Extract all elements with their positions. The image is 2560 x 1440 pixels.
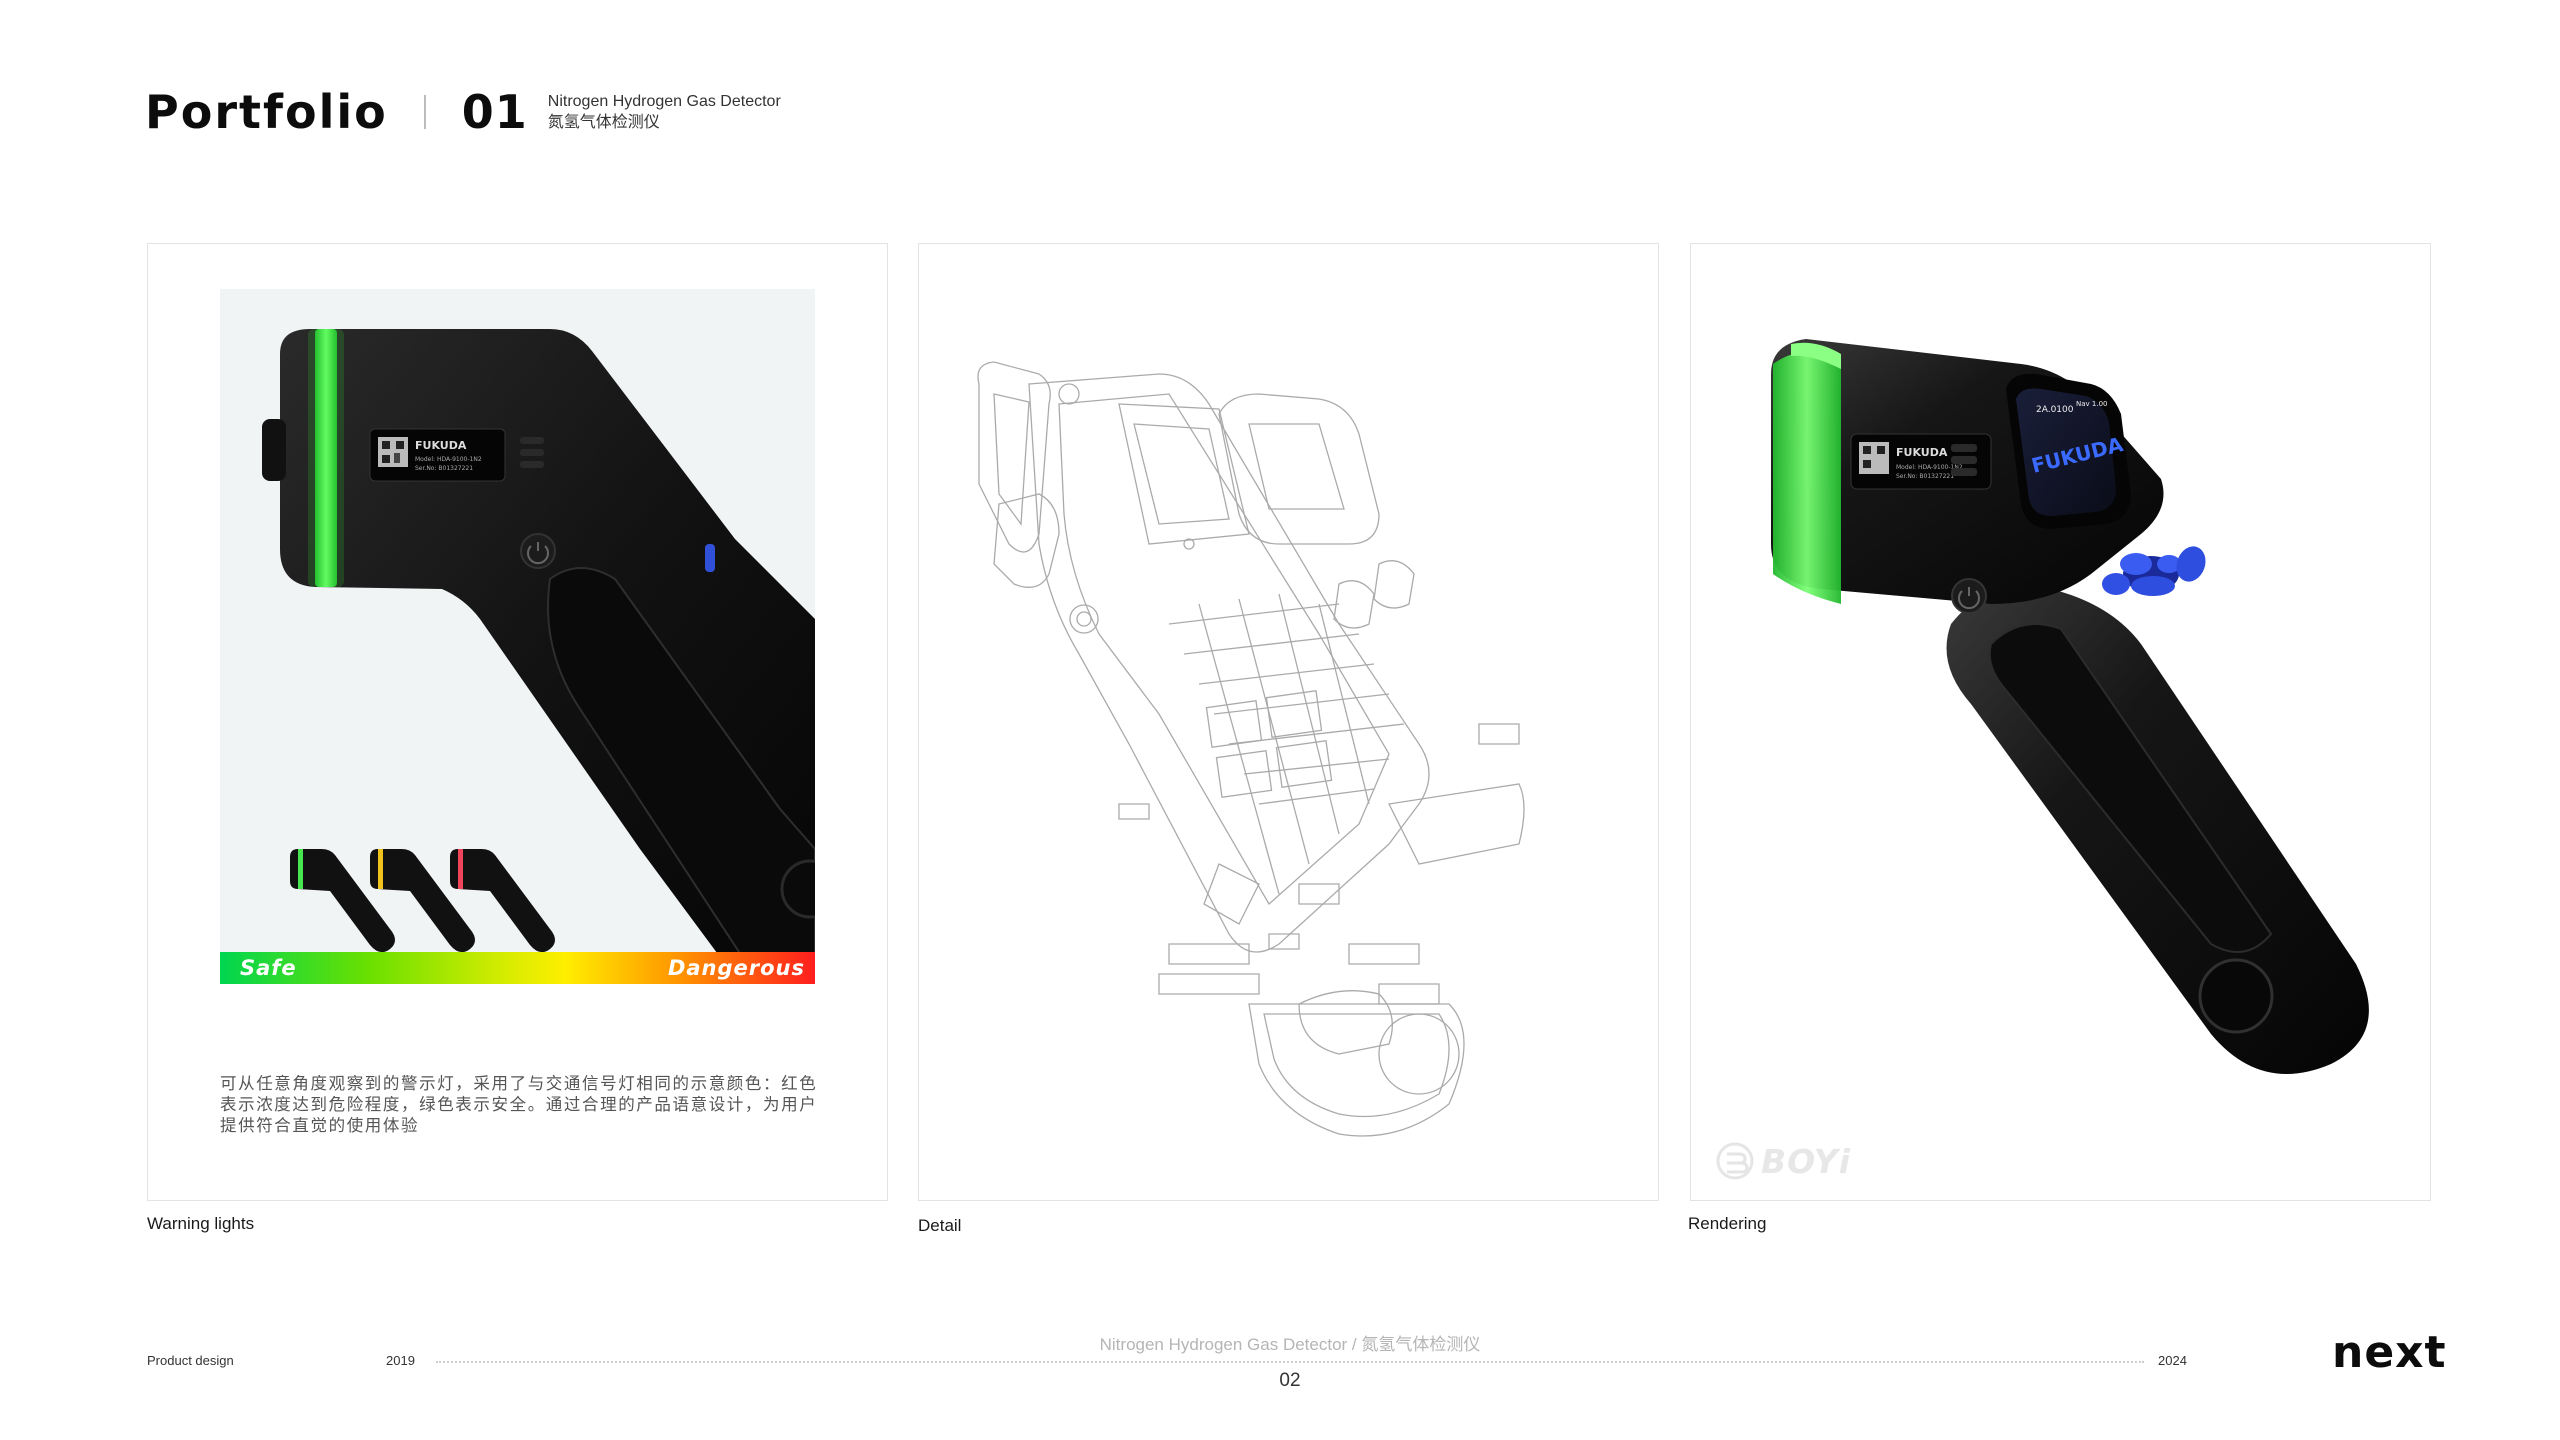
timeline-dotted-line xyxy=(436,1361,2144,1363)
header-divider xyxy=(423,95,426,129)
rendering-label-serial: Ser.No: B01327221 xyxy=(1896,473,1954,480)
footer-project-title: Nitrogen Hydrogen Gas Detector / 氮氢气体检测仪 xyxy=(1099,1335,1481,1354)
dangerous-label: Dangerous xyxy=(667,956,805,980)
label-brand: FUKUDA xyxy=(415,439,467,452)
caption-rendering: Rendering xyxy=(1688,1214,1767,1233)
next-button[interactable]: next xyxy=(2332,1327,2447,1378)
rendering-card: 2A.0100 Nav 1.00 FUKUDA FUKUDA Model: HD… xyxy=(1690,243,2431,1201)
page-number: 02 xyxy=(1279,1370,1301,1391)
footer-year-start: 2019 xyxy=(386,1353,415,1368)
safety-gradient-bar: Safe Dangerous xyxy=(220,952,815,984)
page-title: Portfolio xyxy=(145,85,388,139)
control-buttons xyxy=(2102,546,2206,596)
rendering-label-brand: FUKUDA xyxy=(1896,446,1948,459)
project-number: 01 xyxy=(461,85,528,139)
project-subtitle: Nitrogen Hydrogen Gas Detector 氮氢气体检测仪 xyxy=(548,91,781,133)
boyi-watermark: BOYi xyxy=(1715,1141,1851,1181)
caption-warning-lights: Warning lights xyxy=(147,1214,255,1233)
subtitle-cn: 氮氢气体检测仪 xyxy=(547,114,660,131)
exploded-wireframe-illustration xyxy=(977,361,1525,1137)
thumbnail-devices xyxy=(290,849,555,953)
label-model: Model: HDA-9100-1N2 xyxy=(415,456,482,463)
label-serial: Ser.No: B01327221 xyxy=(415,465,473,472)
warning-lights-description: 可从任意角度观察到的警示灯，采用了与交通信号灯相同的示意颜色：红色表示浓度达到危… xyxy=(220,1075,818,1135)
subtitle-en: Nitrogen Hydrogen Gas Detector xyxy=(547,93,781,110)
boyi-logo-icon xyxy=(1716,1142,1754,1180)
page-header: Portfolio 01 Nitrogen Hydrogen Gas Detec… xyxy=(145,82,781,142)
rendering-label-model: Model: HDA-9100-1N2 xyxy=(1896,464,1963,471)
detector-rendering-illustration: 2A.0100 Nav 1.00 FUKUDA FUKUDA Model: HD… xyxy=(1771,339,2369,1074)
svg-text:2A.0100: 2A.0100 xyxy=(2036,405,2074,415)
safe-label: Safe xyxy=(240,956,297,980)
detector-closeup-illustration: FUKUDA Model: HDA-9100-1N2 Ser.No: B0132… xyxy=(262,329,815,984)
detail-card xyxy=(918,243,1659,1201)
warning-lights-photo: FUKUDA Model: HDA-9100-1N2 Ser.No: B0132… xyxy=(220,289,815,984)
watermark-text: BOYi xyxy=(1761,1141,1852,1181)
warning-lights-card: FUKUDA Model: HDA-9100-1N2 Ser.No: B0132… xyxy=(147,243,888,1201)
caption-detail: Detail xyxy=(918,1216,962,1235)
svg-text:Nav 1.00: Nav 1.00 xyxy=(2076,400,2107,408)
footer-year-end: 2024 xyxy=(2158,1353,2187,1368)
footer-category: Product design xyxy=(147,1353,234,1368)
